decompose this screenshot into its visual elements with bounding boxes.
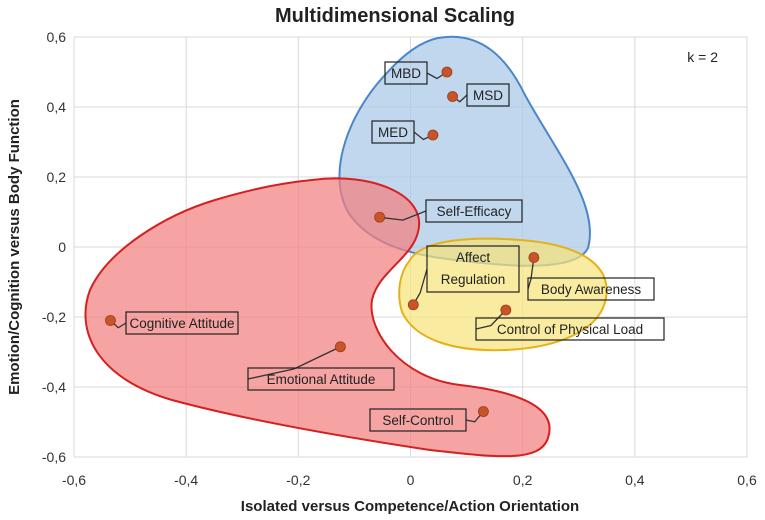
y-tick-label-5: 0,4 [47,99,67,115]
data-points [105,66,540,417]
label-control-of-physical-load: Control of Physical Load [497,322,643,337]
label-box-msd [466,83,510,107]
y-tick-label-6: 0,6 [47,29,67,45]
x-tick-label-0: -0,6 [62,472,86,488]
label-box-self-control [369,408,467,432]
label-mbd: MBD [391,66,421,81]
x-axis-title: Isolated versus Competence/Action Orient… [241,498,579,515]
point-msd [447,91,458,102]
label-box-cognitive-attitude [125,311,239,335]
label-box-affect-regulation [426,245,520,293]
label-self-control: Self-Control [382,413,453,428]
x-tick-label-4: 0,2 [513,472,533,488]
point-med [427,129,439,141]
label-emotional-attitude: Emotional Attitude [267,372,376,387]
label-msd: MSD [473,88,503,103]
y-tick-label-3: 0 [58,239,66,255]
label-body-awareness: Body Awareness [541,282,642,297]
point-mbd [441,66,453,78]
point-cognitive-attitude [105,315,116,326]
point-emotional-attitude [334,341,346,353]
label-affect-regulation-line-0: Affect [456,250,491,265]
tick-labels: -0,6 -0,4 -0,2 0 0,2 0,4 0,6 -0,6 -0,4 -0,2 0 0,2 0,… [42,29,757,488]
y-tick-label-4: 0,2 [47,169,67,185]
cluster-region-1 [398,237,608,352]
x-tick-label-6: 0,6 [737,472,757,488]
label-box-body-awareness [527,277,655,301]
label-box-med [371,120,415,144]
y-axis-title: Emotion/Cognition versus Body Function [6,99,23,395]
label-box-emotional-attitude [247,367,395,391]
label-box-control-of-physical-load [475,317,665,341]
point-affect-regulation [407,299,419,311]
x-tick-label-2: -0,2 [286,472,310,488]
label-med: MED [378,125,408,140]
y-tick-label-1: -0,4 [42,379,66,395]
point-self-efficacy [374,211,386,223]
label-leader-lines [110,71,535,423]
leader-control-of-physical-load [475,309,507,330]
x-tick-label-5: 0,4 [625,472,645,488]
leader-body-awareness [527,257,535,290]
point-self-control [478,406,489,417]
y-tick-label-2: -0,2 [42,309,66,325]
point-body-awareness [528,252,540,263]
leader-emotional-attitude [247,346,341,380]
point-labels: MBD MSD MED Self-EfficacyAffectRegulationBo… [125,61,665,432]
k-annotation: k = 2 [687,49,718,65]
leader-self-efficacy [379,210,427,221]
label-self-efficacy: Self-Efficacy [437,204,512,219]
x-tick-label-1: -0,4 [174,472,198,488]
label-cognitive-attitude: Cognitive Attitude [129,316,234,331]
cluster-regions [84,35,608,458]
cluster-region-2 [84,177,551,458]
y-tick-label-0: -0,6 [42,449,66,465]
x-tick-label-3: 0 [407,472,415,488]
chart-title: Multidimensional Scaling [275,5,515,27]
label-box-mbd [384,61,428,85]
label-box-self-efficacy [425,199,523,223]
label-affect-regulation-line-1: Regulation [441,272,506,287]
point-control-of-physical-load [500,304,512,316]
